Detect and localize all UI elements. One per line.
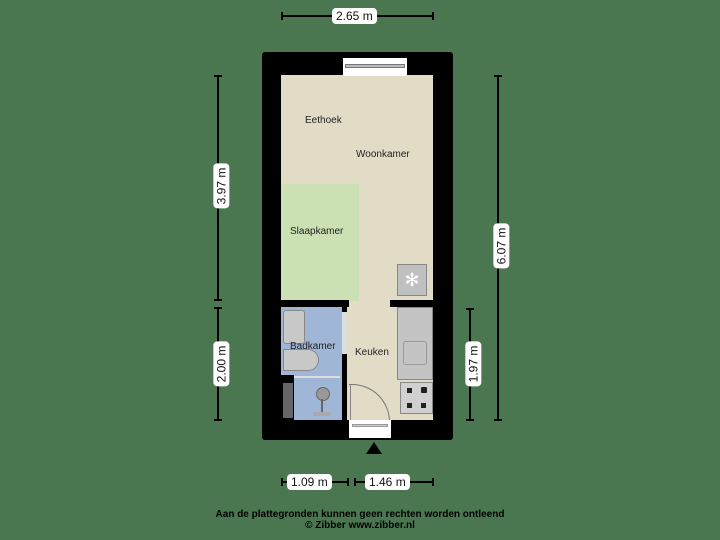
- dimension-label-left-upper: 3.97 m: [213, 163, 230, 209]
- dimension-label-right-kitchen: 1.97 m: [465, 341, 482, 387]
- room-label-woonkamer: Woonkamer: [356, 149, 410, 160]
- dimension-tick: [347, 478, 349, 486]
- interior-wall: [390, 300, 433, 307]
- dimension-tick: [214, 75, 222, 77]
- room-label-slaapkamer: Slaapkamer: [290, 226, 344, 237]
- footer-disclaimer: Aan de plattegronden kunnen geen rechten…: [215, 509, 505, 520]
- extractor-fan-icon: ✻: [397, 264, 427, 296]
- burner: [421, 403, 426, 408]
- dimension-tick: [214, 307, 222, 309]
- dimension-tick: [281, 478, 283, 486]
- door-leaf: [350, 385, 351, 422]
- sink-icon: [283, 310, 305, 344]
- room-label-eethoek: Eethoek: [305, 115, 342, 126]
- shaft: [283, 383, 293, 418]
- shower-screen: [294, 376, 340, 378]
- dimension-tick: [494, 75, 502, 77]
- kitchen-sink-icon: [403, 341, 427, 365]
- room-label-badkamer: Badkamer: [290, 341, 336, 352]
- burner: [407, 403, 412, 408]
- dimension-tick: [354, 478, 356, 486]
- threshold: [352, 424, 388, 427]
- shower-pipe: [321, 399, 323, 413]
- dimension-tick: [432, 478, 434, 486]
- dimension-tick: [494, 419, 502, 421]
- footer-copyright: © Zibber www.zibber.nl: [305, 520, 415, 531]
- bathroom-door: [342, 312, 347, 354]
- dimension-tick: [466, 308, 474, 310]
- dimension-label-right-total: 6.07 m: [493, 223, 510, 269]
- dimension-tick: [281, 12, 283, 20]
- entrance-arrow-icon: [366, 442, 382, 454]
- entrance-door[interactable]: [349, 420, 391, 438]
- fan-glyph: ✻: [404, 270, 420, 290]
- stove-icon: [400, 382, 433, 414]
- dimension-tick: [432, 12, 434, 20]
- window-frame: [345, 64, 405, 68]
- dimension-label-bottom-right: 1.46 m: [365, 474, 410, 490]
- window-top: [343, 58, 407, 76]
- room-slaapkamer: [281, 184, 359, 301]
- burner: [407, 388, 412, 393]
- shower-head-icon: [316, 387, 330, 401]
- dimension-label-top: 2.65 m: [332, 8, 377, 24]
- dimension-tick: [466, 419, 474, 421]
- kitchen-counter: [397, 307, 433, 380]
- dimension-tick: [214, 419, 222, 421]
- shower-tap-icon: [313, 412, 331, 416]
- interior-wall: [342, 307, 347, 420]
- toilet-icon: [283, 349, 319, 371]
- interior-wall: [281, 300, 349, 307]
- dimension-label-left-lower: 2.00 m: [213, 341, 230, 387]
- burner: [421, 387, 427, 393]
- dimension-label-bottom-left: 1.09 m: [287, 474, 332, 490]
- dimension-tick: [214, 299, 222, 301]
- room-label-keuken: Keuken: [355, 347, 389, 358]
